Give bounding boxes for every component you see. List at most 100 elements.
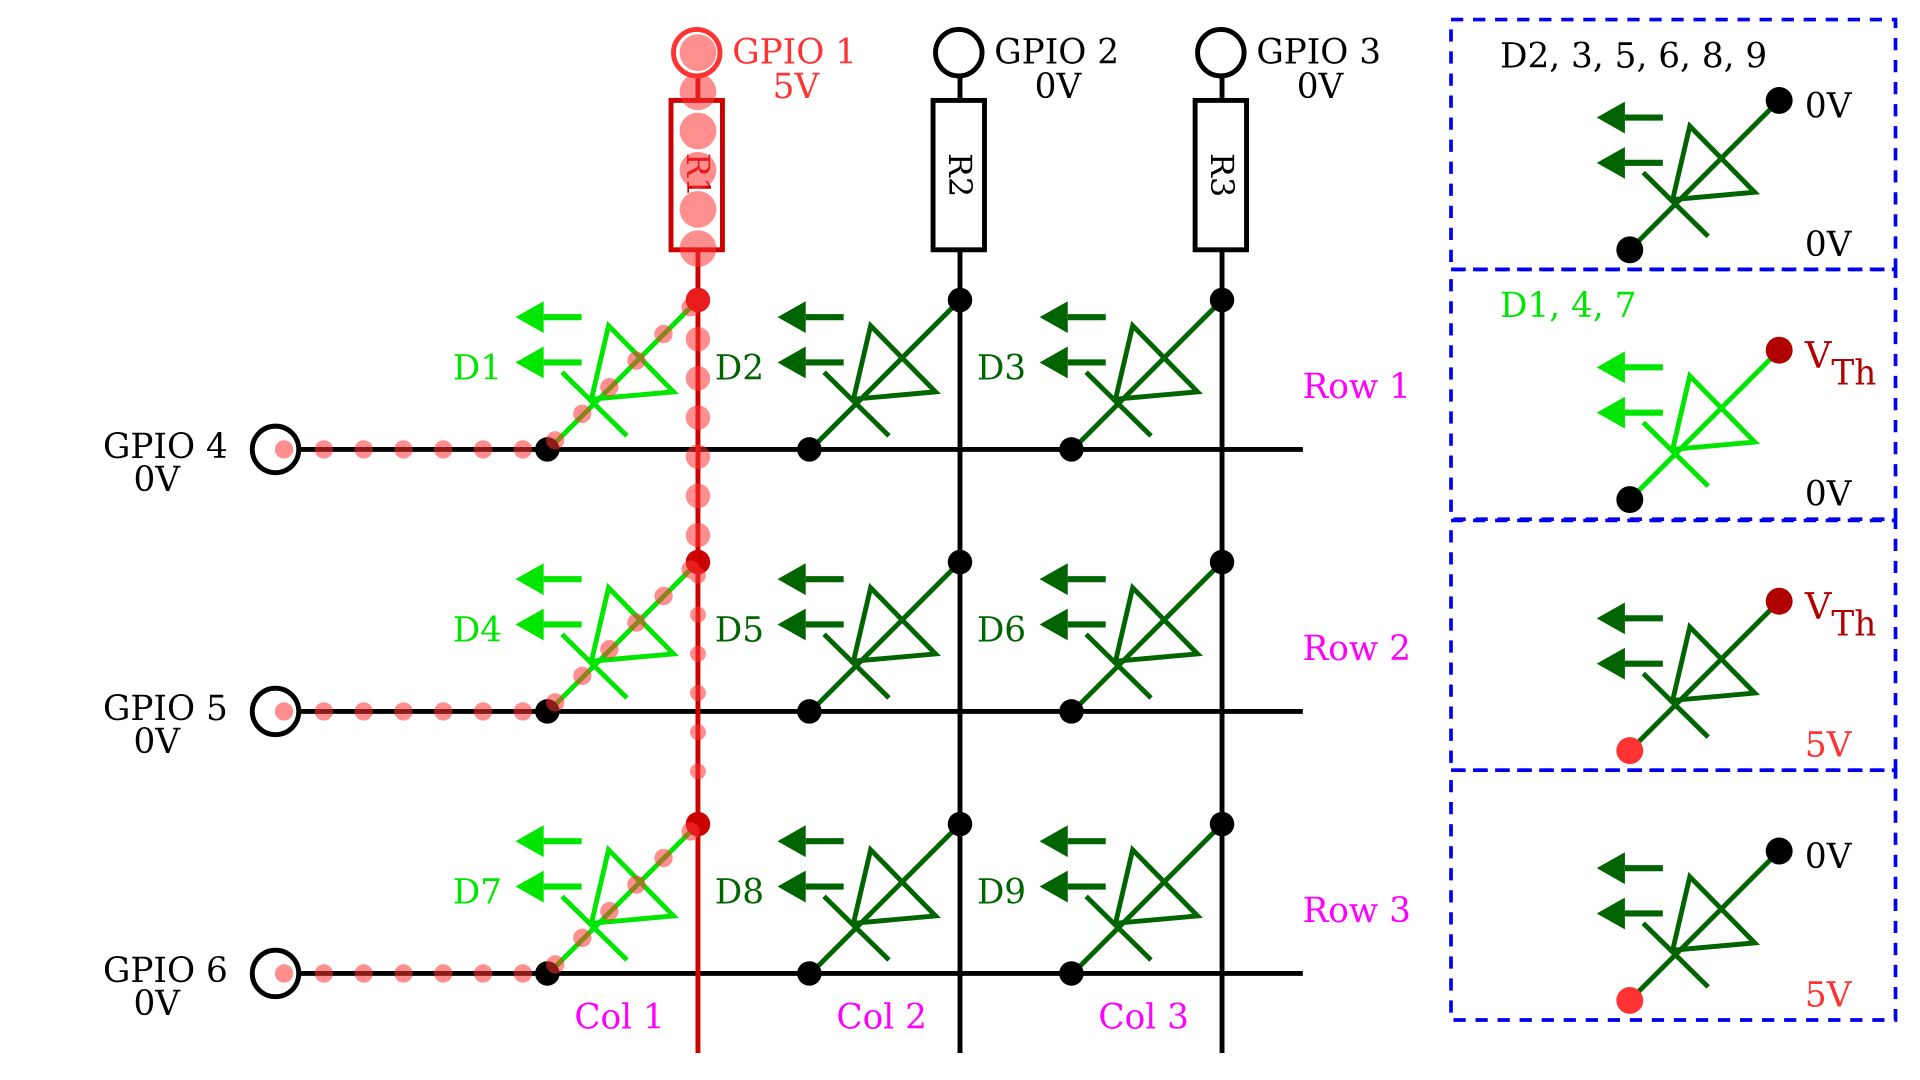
diode-cathode-bar [822, 370, 891, 438]
light-arrow-icon [1039, 301, 1068, 334]
legend-bottom-voltage: 0V [1805, 475, 1853, 515]
row-label: Row 2 [1303, 629, 1411, 669]
diode-lead [1070, 560, 1224, 714]
column-label: Col 1 [574, 998, 665, 1038]
light-arrow-icon [515, 825, 544, 858]
light-arrow-icon [1039, 346, 1068, 379]
legend-bottom-voltage: 0V [1805, 225, 1853, 265]
legend-anode-dot [1765, 587, 1793, 615]
junction-dot [1209, 811, 1235, 837]
row-gpio-voltage: 0V [133, 460, 181, 500]
diode-cathode-bar [822, 894, 891, 962]
row-gpio-label: GPIO 6 [103, 951, 228, 991]
diode-label: D6 [977, 611, 1026, 651]
diode-cathode-bar [1641, 170, 1710, 239]
row-gpio-label: GPIO 4 [103, 427, 228, 467]
junction-dot [1059, 437, 1084, 462]
light-arrow-icon [777, 608, 806, 641]
legend-title: D1, 4, 7 [1500, 286, 1636, 326]
light-arrow-icon [515, 870, 544, 903]
gpio-pin-icon [933, 26, 985, 79]
diode-triangle-icon [850, 320, 941, 402]
column-label: Col 2 [836, 998, 927, 1038]
junction-dot [947, 287, 973, 313]
diode-lead [546, 298, 700, 452]
led-d5 [777, 560, 962, 714]
junction-dot [1209, 549, 1235, 575]
legend-diode [1596, 599, 1781, 753]
diode-cathode-bar [1641, 921, 1710, 989]
junction-dot [797, 699, 822, 724]
legend-top-subscript: Th [1831, 353, 1876, 393]
diode-label: D8 [715, 873, 764, 913]
diode-cathode-bar [822, 632, 891, 700]
legend-box [1449, 518, 1898, 773]
light-arrow-icon [1596, 146, 1625, 179]
diode-lead [1628, 348, 1781, 502]
legend-title: D2, 3, 5, 6, 8, 9 [1500, 36, 1767, 76]
junction-dot [947, 549, 973, 575]
diode-lead [1628, 599, 1781, 753]
led-d6 [1039, 560, 1224, 714]
resistor-label: R2 [941, 153, 979, 197]
diode-triangle-icon [1669, 871, 1761, 953]
diode-lead [808, 560, 962, 714]
column-gpio-voltage: 0V [1297, 67, 1345, 107]
current-dots [541, 298, 700, 454]
led-d8 [777, 822, 962, 976]
light-arrow-icon [515, 346, 544, 379]
resistor [930, 97, 987, 253]
light-arrow-icon [1596, 101, 1625, 134]
diode-label: D3 [977, 349, 1026, 389]
junction-dot [1209, 287, 1235, 313]
diode-lead [1070, 822, 1224, 976]
diode-lead [1070, 298, 1224, 452]
legend-cathode-dot [1616, 986, 1644, 1014]
light-arrow-icon [1039, 825, 1068, 858]
diode-triangle-icon [1669, 121, 1761, 203]
led-d4 [515, 560, 700, 714]
light-arrow-icon [777, 301, 806, 334]
light-arrow-icon [777, 825, 806, 858]
diode-triangle-icon [1669, 371, 1761, 453]
legend-diode [1596, 849, 1781, 1003]
legend-cathode-dot [1616, 236, 1644, 264]
legend-top-voltage: VTh [1804, 584, 1876, 644]
led-d7 [515, 822, 700, 976]
diode-cathode-bar [1084, 632, 1153, 700]
row-gpio-voltage: 0V [133, 984, 181, 1024]
junction-dot [797, 437, 822, 462]
diode-label: D2 [715, 349, 764, 389]
legend-top-voltage: VTh [1804, 333, 1876, 393]
diode-lead [1628, 98, 1781, 252]
light-arrow-icon [1596, 602, 1625, 635]
light-arrow-icon [1596, 897, 1625, 930]
legend-anode-dot [1765, 336, 1793, 364]
junction-dot [1059, 699, 1084, 724]
light-arrow-icon [1596, 351, 1625, 384]
legend-anode-dot [1765, 86, 1793, 114]
diode-label: D9 [977, 873, 1026, 913]
light-arrow-icon [1039, 563, 1068, 596]
diode-cathode-bar [1641, 420, 1710, 488]
light-arrow-icon [1596, 647, 1625, 680]
legend-top-voltage: 0V [1805, 837, 1853, 877]
legend-cathode-dot [1616, 486, 1644, 514]
diode-cathode-bar [1641, 671, 1710, 739]
legend-anode-dot [1765, 837, 1793, 865]
diode-lead [546, 560, 700, 714]
column-gpio-voltage: 0V [1035, 67, 1083, 107]
light-arrow-icon [1596, 852, 1625, 885]
led-d1 [515, 298, 700, 452]
light-arrow-icon [1596, 396, 1625, 429]
led-d9 [1039, 822, 1224, 976]
legend-diode [1596, 348, 1781, 502]
gpio-pin-icon [1195, 26, 1247, 79]
diode-triangle-icon [1112, 844, 1203, 927]
diode-cathode-bar [560, 894, 629, 962]
diode-triangle-icon [1669, 622, 1761, 704]
legend-bottom-voltage: 5V [1805, 976, 1853, 1016]
legend-box [1449, 17, 1898, 272]
diode-lead [546, 822, 700, 976]
